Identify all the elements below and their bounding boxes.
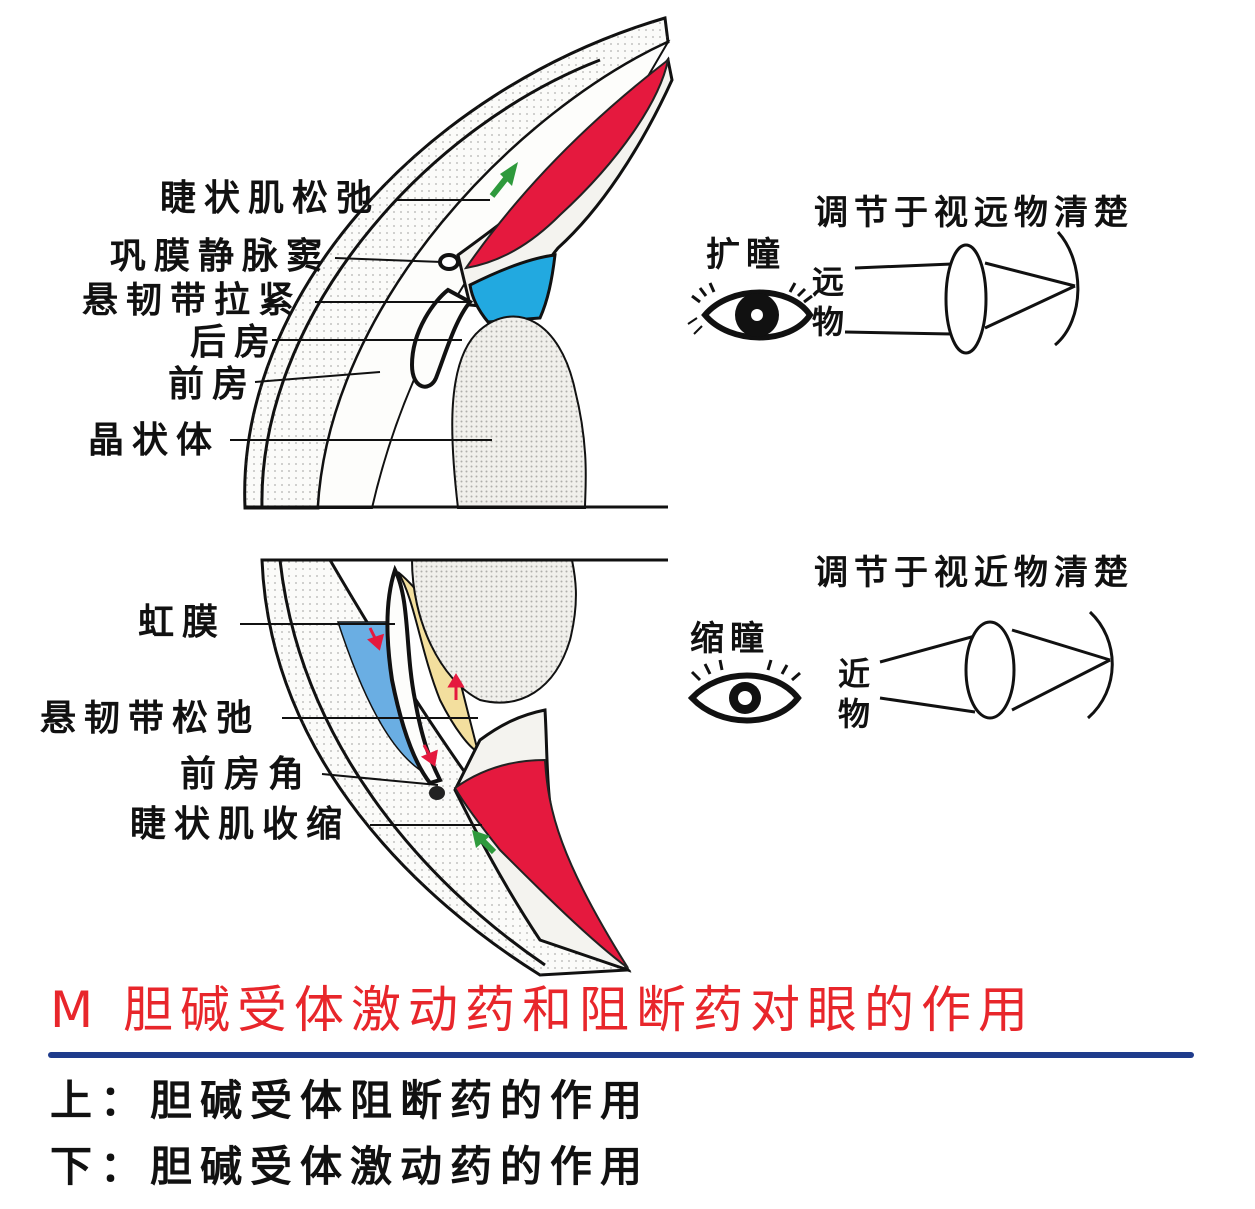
near-vision-optics xyxy=(879,610,1114,720)
constricted-pupil-label: 缩瞳 xyxy=(690,619,770,659)
lower-ciliary-muscle xyxy=(453,758,629,969)
caption-bottom: 下：胆碱受体激动药的作用 xyxy=(50,1142,651,1191)
label-chamber-angle: 前房角 xyxy=(180,753,313,795)
label-ciliary-relaxed: 睫状肌松弛 xyxy=(160,177,381,219)
lower-chamber-angle-mark xyxy=(429,786,445,800)
lower-eye-section xyxy=(240,558,668,977)
upper-aqueous-region xyxy=(468,253,557,324)
upper-ciliary-muscle xyxy=(463,57,670,270)
caption-top: 上：胆碱受体阻断药的作用 xyxy=(50,1076,651,1125)
lower-iris xyxy=(385,564,443,786)
near-focus-text: 调节于视近物清楚 xyxy=(814,553,1134,593)
constricted-eye-icon xyxy=(687,659,802,724)
far-focus-text: 调节于视远物清楚 xyxy=(814,193,1134,233)
dilated-pupil-label: 扩瞳 xyxy=(706,235,786,275)
label-lens: 晶状体 xyxy=(88,419,221,461)
label-iris: 虹膜 xyxy=(138,601,227,643)
near-object-label: 近物 xyxy=(837,655,870,733)
label-anterior-chamber: 前房 xyxy=(168,363,257,405)
upper-scleral-venous-sinus xyxy=(438,253,460,271)
label-posterior-chamber: 后房 xyxy=(190,321,279,363)
lower-red-arrows xyxy=(367,627,465,767)
dilated-eye-icon xyxy=(687,282,814,341)
label-zonule-tight: 悬韧带拉紧 xyxy=(82,279,303,321)
label-ciliary-contracted: 睫状肌收缩 xyxy=(130,803,351,845)
title-underline xyxy=(48,1052,1194,1058)
label-scleral-venous-sinus: 巩膜静脉窦 xyxy=(110,235,331,277)
far-vision-optics xyxy=(844,230,1080,355)
upper-eye-section xyxy=(230,16,674,510)
figure-title: M 胆碱受体激动药和阻断药对眼的作用 xyxy=(50,981,1036,1039)
far-object-label: 远物 xyxy=(811,263,844,341)
label-zonule-relaxed: 悬韧带松弛 xyxy=(40,697,261,739)
lower-green-arrow xyxy=(479,837,497,855)
upper-iris xyxy=(409,287,474,389)
